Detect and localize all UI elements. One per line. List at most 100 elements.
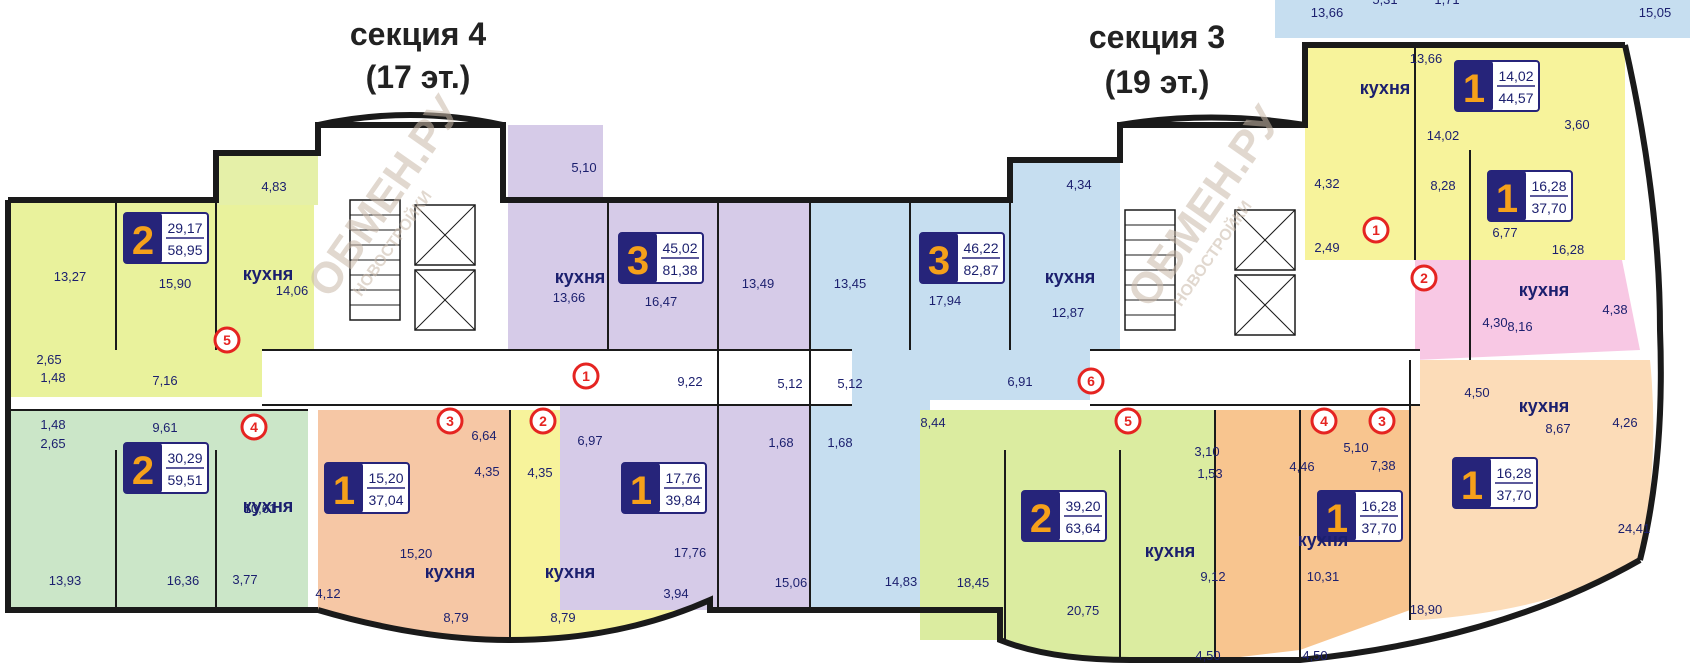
area-label: 3,60	[1564, 117, 1589, 132]
marker-number: 2	[1420, 270, 1428, 286]
area-label: 13,66	[1311, 5, 1344, 20]
area-label: 4,35	[527, 465, 552, 480]
stairs-3	[1124, 209, 1296, 336]
room-top-section	[1275, 0, 1690, 38]
area-label: 7,16	[152, 373, 177, 388]
area-label: 4,83	[261, 179, 286, 194]
area-label: 6,64	[471, 428, 496, 443]
area-label: 6,97	[577, 433, 602, 448]
area-label: 18,90	[1410, 602, 1443, 617]
room-count: 1	[1496, 177, 1518, 221]
living-area: 46,22	[963, 240, 998, 256]
total-area: 44,57	[1498, 90, 1533, 106]
room-count: 3	[928, 239, 950, 283]
area-label: 2,65	[36, 352, 61, 367]
area-label: 14,83	[885, 574, 918, 589]
area-label: 5,12	[777, 376, 802, 391]
area-label: 5,10	[571, 160, 596, 175]
total-area: 37,70	[1531, 200, 1566, 216]
living-area: 15,20	[368, 470, 403, 486]
room-count: 1	[333, 469, 355, 513]
area-label: 1,68	[827, 435, 852, 450]
area-label: 9,61	[152, 420, 177, 435]
stairs-4	[349, 199, 476, 331]
area-label: 12,87	[1052, 305, 1085, 320]
balcony-434	[1010, 160, 1120, 210]
marker-number: 4	[250, 419, 258, 435]
total-area: 58,95	[167, 242, 202, 258]
entrance-marker: 1	[1362, 216, 1390, 244]
area-label: 3,77	[232, 572, 257, 587]
marker-number: 3	[446, 413, 454, 429]
area-label: 24,41	[1618, 521, 1651, 536]
kitchen-label: кухня	[425, 562, 476, 582]
living-area: 45,02	[662, 240, 697, 256]
kitchen-label: кухня	[1360, 78, 1411, 98]
marker-number: 3	[1378, 413, 1386, 429]
apt-1-salmon-fill	[318, 410, 510, 640]
section-4-title: секция 4 (17 эт.)	[350, 16, 487, 95]
area-label: 4,46	[1289, 459, 1314, 474]
area-label: 17,94	[929, 293, 962, 308]
area-label: 4,38	[1602, 302, 1627, 317]
area-label: 6,91	[1007, 374, 1032, 389]
room-count: 1	[1461, 464, 1483, 508]
area-label: 8,16	[1507, 319, 1532, 334]
entrance-marker: 2	[529, 407, 557, 435]
area-label: 4,35	[474, 464, 499, 479]
living-area: 14,02	[1498, 68, 1533, 84]
svg-text:(17 эт.): (17 эт.)	[366, 59, 471, 95]
room-count: 3	[627, 239, 649, 283]
room-count: 2	[132, 449, 154, 493]
svg-text:(19 эт.): (19 эт.)	[1105, 64, 1210, 100]
total-area: 59,51	[167, 472, 202, 488]
living-area: 16,28	[1361, 498, 1396, 514]
area-label: 16,47	[645, 294, 678, 309]
area-label: 13,66	[553, 290, 586, 305]
room-count: 1	[1463, 67, 1485, 111]
total-area: 81,38	[662, 262, 697, 278]
area-label: 13,66	[1410, 51, 1443, 66]
area-label: 13,49	[742, 276, 775, 291]
living-area: 29,17	[167, 220, 202, 236]
room-count: 2	[1030, 497, 1052, 541]
area-label: 4,50	[1302, 648, 1327, 663]
area-label: 6,77	[1492, 225, 1517, 240]
area-label: 10,61	[244, 501, 277, 516]
area-label: 15,20	[400, 546, 433, 561]
kitchen-label: кухня	[1298, 530, 1349, 550]
balcony-483	[216, 153, 318, 205]
area-label: 2,49	[1314, 240, 1339, 255]
area-label: 8,79	[550, 610, 575, 625]
area-label: 4,50	[1464, 385, 1489, 400]
area-label: 8,44	[920, 415, 945, 430]
marker-number: 5	[223, 332, 231, 348]
entrance-marker: 3	[1368, 407, 1396, 435]
area-label: 3,10	[1194, 444, 1219, 459]
area-labels: 13,665,311,7115,0513,6614,023,608,284,32…	[36, 0, 1671, 663]
area-label: 8,28	[1430, 178, 1455, 193]
kitchen-label: кухня	[1519, 396, 1570, 416]
kitchen-label: кухня	[243, 264, 294, 284]
area-label: 13,45	[834, 276, 867, 291]
living-area: 16,28	[1531, 178, 1566, 194]
entrance-marker: 4	[1310, 407, 1338, 435]
marker-number: 1	[582, 368, 590, 384]
area-label: 14,06	[276, 283, 309, 298]
entrance-marker: 1	[572, 362, 600, 390]
total-area: 37,04	[368, 492, 403, 508]
area-label: 3,94	[663, 586, 688, 601]
marker-number: 4	[1320, 413, 1328, 429]
entrance-marker: 5	[213, 326, 241, 354]
room-count: 2	[132, 219, 154, 263]
area-label: 13,93	[49, 573, 82, 588]
kitchen-label: кухня	[243, 496, 294, 516]
entrance-marker: 5	[1114, 407, 1142, 435]
